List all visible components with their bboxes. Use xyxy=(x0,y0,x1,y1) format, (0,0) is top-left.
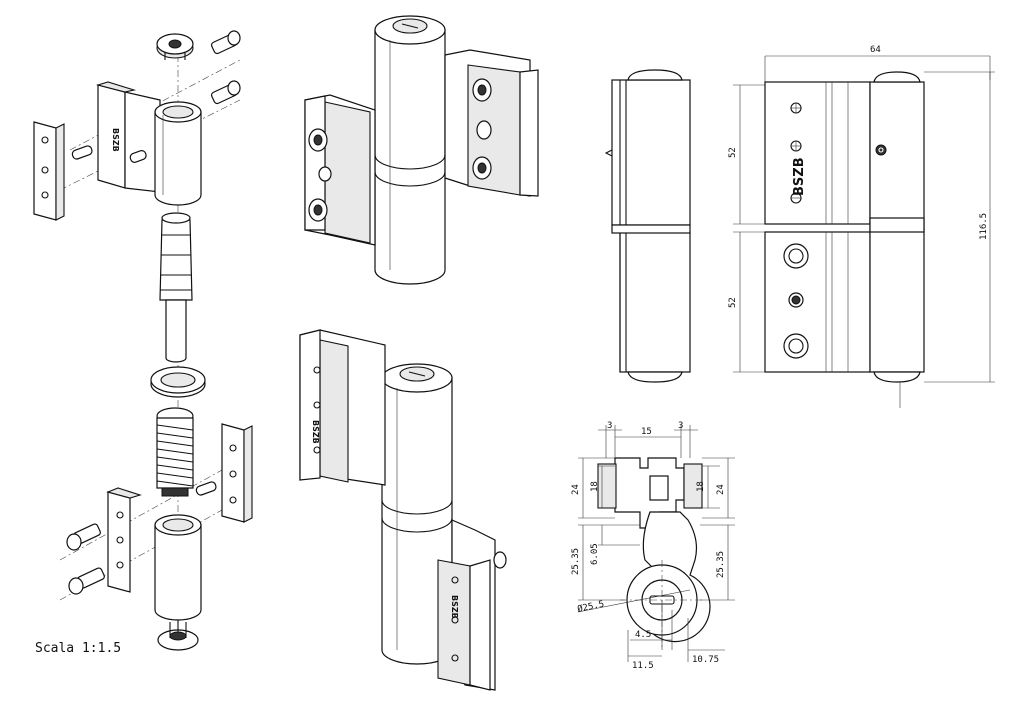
upper-leaf-front xyxy=(764,81,871,225)
lower-wing-plate xyxy=(221,423,253,523)
dowel-lower xyxy=(195,481,217,496)
compression-spring xyxy=(156,407,194,497)
dim-inner-left: 18 xyxy=(590,481,600,492)
dim-front-width: 64 xyxy=(870,45,881,55)
lower-leaf-front xyxy=(764,231,871,373)
brand-mark-front: BSZB xyxy=(792,157,807,196)
front-view: BSZB 64 52 52 116.5 xyxy=(728,45,995,408)
assembled-view-closed xyxy=(304,15,539,285)
dim-bottom-right: 10.75 xyxy=(692,655,719,665)
upper-wing-plate xyxy=(33,121,65,221)
screw-lower-1 xyxy=(66,523,101,551)
screw-upper-2 xyxy=(210,80,241,105)
dim-pin-offset: 4.5 xyxy=(635,630,651,640)
upper-barrel xyxy=(154,101,202,206)
brand-mark-open-lower: BSZB xyxy=(450,595,459,619)
dowel-upper xyxy=(71,145,93,160)
grub-screw-upper xyxy=(129,150,147,163)
top-cap-part xyxy=(156,33,194,60)
assembled-view-open: BSZB BSZB xyxy=(299,329,507,691)
dim-gap-right: 3 xyxy=(678,421,683,431)
bearing-ring xyxy=(150,366,206,398)
side-view xyxy=(604,69,691,383)
screw-upper-1 xyxy=(210,30,241,55)
lower-barrel xyxy=(154,514,202,621)
lower-frame-leaf xyxy=(106,487,142,593)
dim-outer-right: 24 xyxy=(716,484,726,495)
dim-offset-left: 25.35 xyxy=(571,548,581,575)
dim-upper-leaf: 52 xyxy=(728,147,738,158)
screw-lower-2 xyxy=(68,567,105,595)
dim-total-height: 116.5 xyxy=(979,213,989,240)
dim-outer-left: 24 xyxy=(571,484,581,495)
central-pin xyxy=(159,212,193,363)
upper-frame-leaf: BSZB xyxy=(95,81,161,193)
dim-gap-left: 3 xyxy=(607,421,612,431)
dim-lower-leaf: 52 xyxy=(728,297,738,308)
scale-label: Scala 1:1.5 xyxy=(35,641,121,656)
dim-slot-width: 15 xyxy=(641,427,652,437)
dim-offset-right: 25.35 xyxy=(716,551,726,578)
dim-offset-small: 6.05 xyxy=(590,543,600,565)
bottom-cap-part xyxy=(157,620,199,651)
brand-mark-open-upper: BSZB xyxy=(311,420,320,444)
dim-bottom-left: 11.5 xyxy=(632,661,654,671)
exploded-view: BSZB xyxy=(33,30,253,651)
dim-inner-right: 18 xyxy=(696,481,706,492)
svg-text:BSZB: BSZB xyxy=(111,128,120,152)
dim-barrel-diameter: Ø25.5 xyxy=(576,599,605,615)
top-section-view: 3 15 3 24 18 18 24 25.35 6.05 25.35 Ø25.… xyxy=(571,421,735,671)
